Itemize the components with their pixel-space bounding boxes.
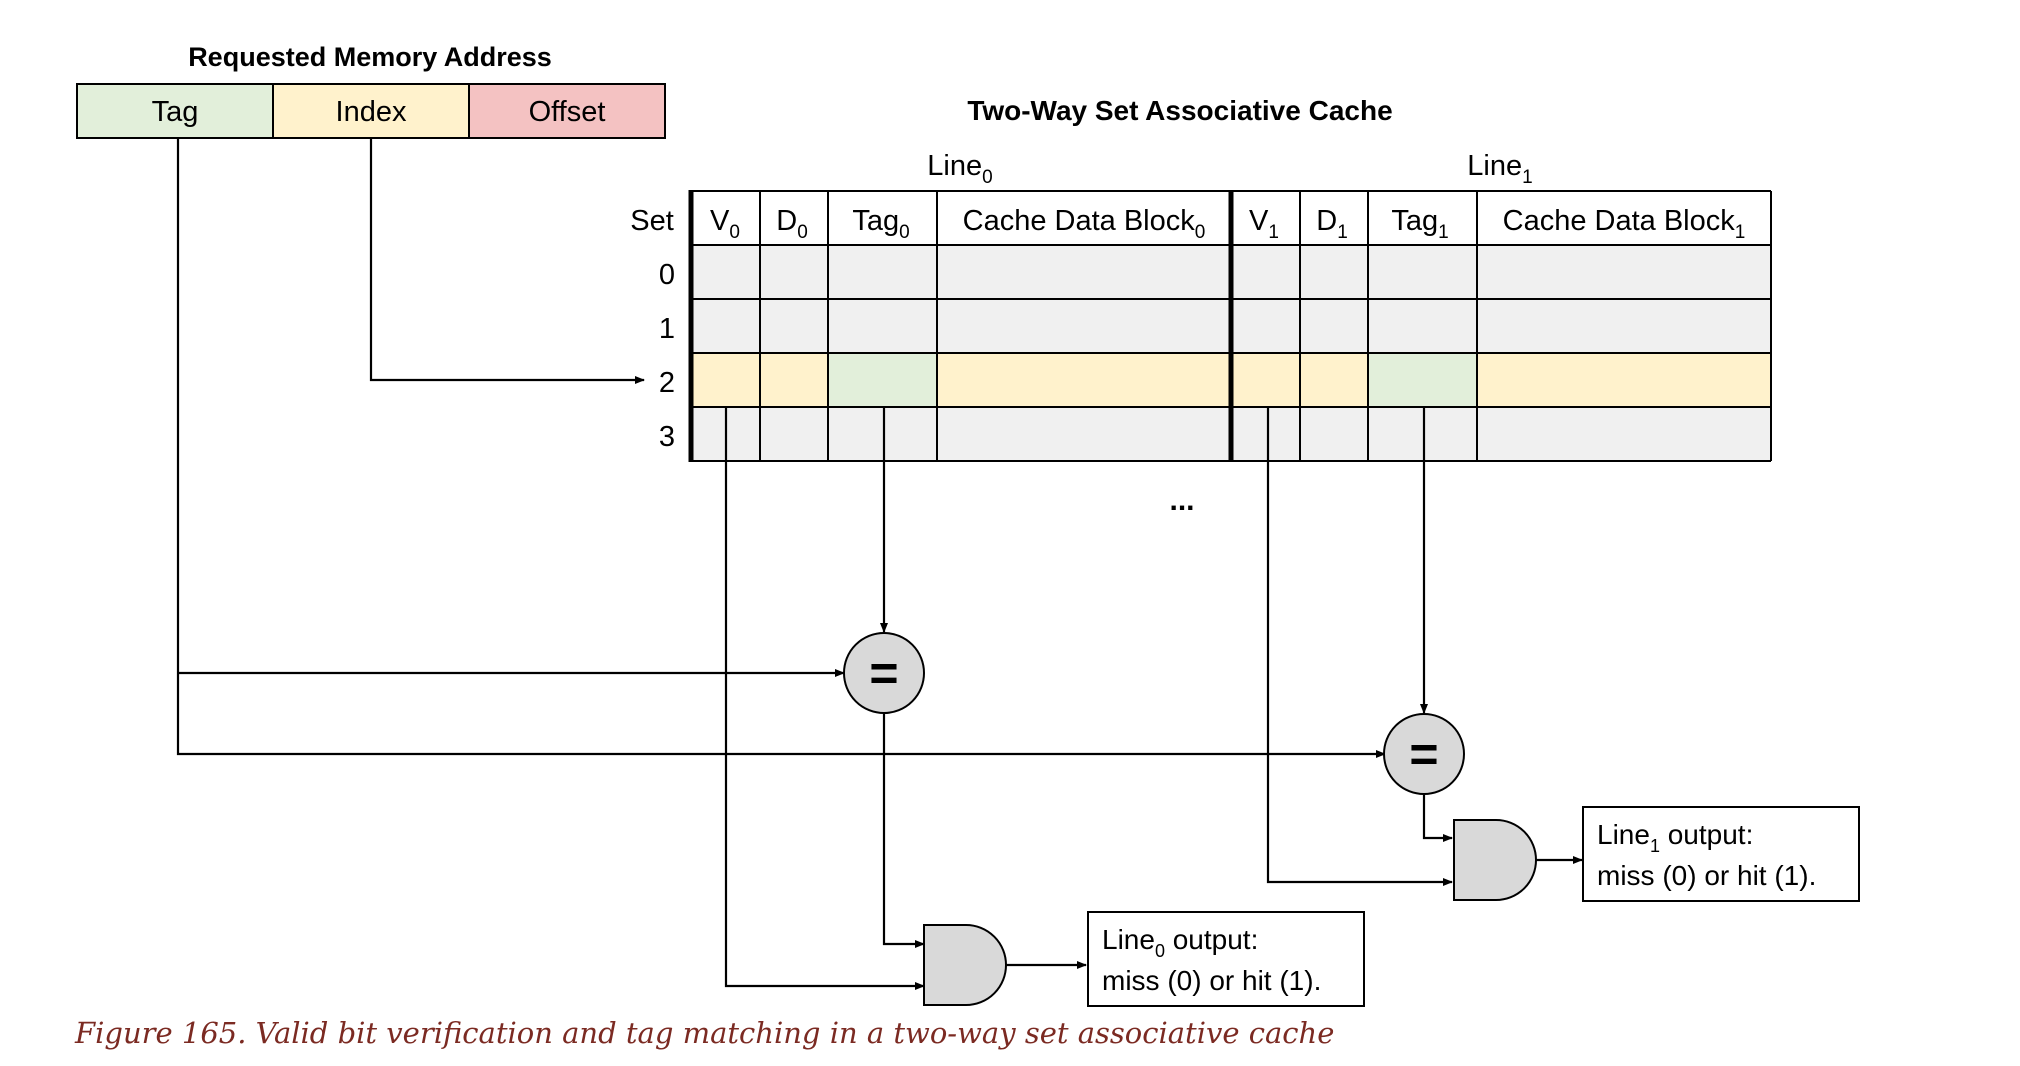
line1-header: Line1 bbox=[1467, 150, 1532, 188]
address-index-label: Index bbox=[336, 96, 407, 128]
column-header-data1: Cache Data Block1 bbox=[1503, 205, 1746, 243]
line0-output-label: Line0 output: bbox=[1102, 924, 1258, 961]
wires bbox=[176, 138, 1583, 990]
index-to-set-wire bbox=[369, 138, 645, 384]
address-tag-field bbox=[76, 83, 274, 139]
comparator0-to-gate0-wire bbox=[882, 714, 925, 948]
column-header-v0: V0 bbox=[710, 205, 740, 243]
address-tag-label: Tag bbox=[152, 96, 199, 128]
highlighted-tag1-cell bbox=[1368, 353, 1477, 407]
more-sets-ellipsis: ... bbox=[1169, 484, 1194, 517]
column-header-tag1: Tag1 bbox=[1391, 205, 1448, 243]
line1-output-label: Line1 output: bbox=[1597, 819, 1753, 856]
line0-output-box bbox=[1087, 911, 1365, 1007]
line1-and-gate bbox=[1453, 819, 1537, 901]
tag1-comparator-circle bbox=[1383, 713, 1465, 795]
set-number-1: 1 bbox=[659, 313, 675, 345]
line1-output-box bbox=[1582, 806, 1860, 902]
address-index-field bbox=[272, 83, 470, 139]
set-number-2: 2 bbox=[659, 367, 675, 399]
figure-caption: Figure 165. Valid bit verification and t… bbox=[75, 1016, 1335, 1050]
comparator1-to-gate1-wire bbox=[1422, 795, 1453, 842]
set-number-0: 0 bbox=[659, 259, 675, 291]
column-header-d1: D1 bbox=[1316, 205, 1348, 243]
v1-to-gate1-wire bbox=[1266, 407, 1453, 886]
column-header-v1: V1 bbox=[1249, 205, 1279, 243]
tag0-comparator-symbol: = bbox=[869, 645, 898, 701]
v0-to-gate0-wire bbox=[724, 407, 925, 990]
address-title: Requested Memory Address bbox=[188, 42, 552, 72]
line0-output-result: miss (0) or hit (1). bbox=[1102, 965, 1321, 996]
tag-to-comparator1-wire bbox=[176, 138, 1386, 758]
tag0-comparator-circle bbox=[843, 632, 925, 714]
column-header-d0: D0 bbox=[776, 205, 808, 243]
line1-output-result: miss (0) or hit (1). bbox=[1597, 860, 1816, 891]
set-number-3: 3 bbox=[659, 421, 675, 453]
line0-header: Line0 bbox=[927, 150, 992, 188]
column-header-data0: Cache Data Block0 bbox=[963, 205, 1206, 243]
line0-and-gate bbox=[923, 924, 1007, 1006]
cache-title: Two-Way Set Associative Cache bbox=[967, 95, 1392, 126]
set-column-header: Set bbox=[630, 205, 674, 237]
address-offset-field bbox=[468, 83, 666, 139]
address-offset-label: Offset bbox=[529, 96, 606, 128]
tag1-comparator-symbol: = bbox=[1409, 726, 1438, 782]
highlighted-tag0-cell bbox=[828, 353, 937, 407]
column-header-tag0: Tag0 bbox=[852, 205, 909, 243]
